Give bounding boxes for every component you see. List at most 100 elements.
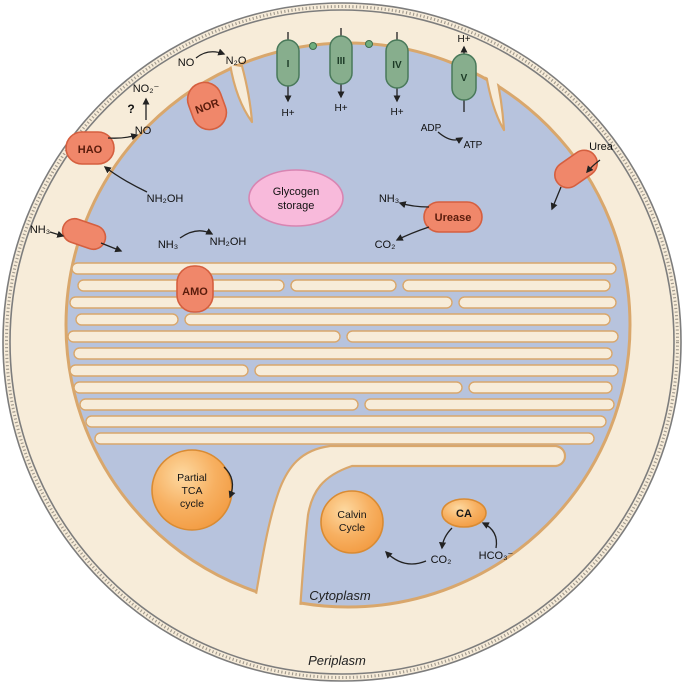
- label-urea: Urea: [589, 141, 614, 153]
- complex-iii-shape: [329, 35, 353, 85]
- label-co2-urease: CO₂: [375, 239, 396, 251]
- complex-v-label: V: [461, 73, 468, 84]
- complex-iv-label: IV: [392, 60, 402, 71]
- membrane-lamella: [458, 296, 617, 309]
- label-nh3-amo: NH₃: [158, 239, 178, 251]
- ca-ellipse: [441, 498, 487, 528]
- label-co2-fix: CO₂: [431, 554, 452, 566]
- arrow-nh2oh-to-hao: [103, 166, 148, 193]
- label-nh3-external: NH₃: [30, 224, 50, 236]
- label-question-mark: ?: [127, 102, 134, 116]
- cytoplasm-label: Cytoplasm: [309, 588, 371, 603]
- complex-iii-label: III: [337, 56, 346, 67]
- membrane-lamella: [67, 330, 341, 343]
- arrow-co2-to-calvin: [384, 550, 427, 565]
- membrane-lamella: [73, 381, 463, 394]
- label-atp: ATP: [464, 140, 483, 151]
- carbonic-anhydrase: CA: [441, 498, 487, 528]
- arrow-hco3-to-ca: [481, 522, 498, 549]
- membrane-lamella: [75, 313, 179, 326]
- molecule-labels: NO N₂O NO₂⁻ ? NO NH₂OH NH₃ NH₃ NH₂OH H+ …: [30, 34, 614, 668]
- arrow-adp-to-atp: [437, 131, 464, 145]
- partial-tca-cycle: Partial TCA cycle: [151, 449, 233, 531]
- ca-label: CA: [456, 508, 472, 520]
- amo-label: AMO: [182, 286, 208, 298]
- arrow-nh3-into-cytoplasm: [100, 242, 123, 253]
- label-hplus-v: H+: [457, 34, 470, 45]
- glycogen-label-line2: storage: [278, 200, 315, 212]
- urea-transporter-shape: [554, 149, 598, 189]
- nor-shape: [186, 81, 228, 131]
- calvin-cycle: Calvin Cycle: [320, 490, 384, 554]
- quinone-dot-icon: [309, 42, 317, 50]
- arrow-ca-to-co2: [438, 527, 453, 550]
- membrane-lamella: [402, 279, 611, 292]
- glycogen-storage: Glycogen storage: [248, 169, 344, 227]
- glycogen-ellipse: [248, 169, 344, 227]
- arrow-hao-to-no: [107, 133, 139, 141]
- label-nh2oh-amo: NH₂OH: [210, 236, 247, 248]
- membrane-lamella: [364, 398, 615, 411]
- tca-label-line1: Partial: [177, 472, 207, 484]
- urease-label: Urease: [435, 212, 472, 224]
- label-hplus-iii: H+: [334, 103, 347, 114]
- membrane-lamella: [94, 432, 595, 445]
- tca-label-line3: cycle: [180, 498, 204, 510]
- arrow-urea-into-cytoplasm: [550, 186, 562, 211]
- complex-v-shape: [451, 53, 477, 101]
- electron-transport-chain: I III IV V: [276, 35, 477, 101]
- membrane-stacks: [67, 262, 619, 445]
- hao-label: HAO: [78, 144, 103, 156]
- membrane-invaginations: [228, 62, 567, 609]
- label-nh2oh-hao: NH₂OH: [147, 193, 184, 205]
- label-no2: NO₂⁻: [133, 83, 160, 95]
- membrane-lamella: [85, 415, 607, 428]
- label-no-nor: NO: [178, 57, 195, 69]
- arrow-no-to-n2o: [195, 48, 226, 59]
- periplasm-label: Periplasm: [308, 653, 366, 668]
- complex-i-shape: [276, 39, 300, 87]
- ammonia-transporter-shape: [61, 217, 107, 251]
- bottom-invagination-channel: [253, 444, 567, 609]
- arrow-urea-into-transporter: [586, 159, 601, 174]
- arrow-urease-to-nh3: [398, 201, 430, 209]
- membrane-proteins: NOR HAO AMO Urease: [61, 81, 598, 313]
- membrane-lamella: [346, 330, 619, 343]
- label-nh3-urease: NH₃: [379, 193, 399, 205]
- membrane-texture-ring: [5, 5, 679, 679]
- top-left-membrane-notch: [228, 62, 254, 124]
- membrane-lamella: [79, 398, 359, 411]
- glycogen-label-line1: Glycogen: [273, 186, 319, 198]
- membrane-lamella: [69, 296, 453, 309]
- calvin-label-line1: Calvin: [337, 509, 366, 521]
- arrow-amo-nh3-to-nh2oh: [179, 228, 214, 239]
- label-no-intermediate: NO: [135, 125, 152, 137]
- amo-shape: [176, 265, 214, 313]
- membrane-lamella: [254, 364, 619, 377]
- quinone-dot-icon: [365, 40, 373, 48]
- tca-label-line2: TCA: [182, 485, 203, 497]
- label-n2o: N₂O: [226, 55, 247, 67]
- complex-iv-shape: [385, 39, 409, 89]
- label-hplus-i: H+: [281, 108, 294, 119]
- membrane-lamella: [71, 262, 617, 275]
- arrow-nh3-into-transporter: [49, 230, 65, 238]
- arrow-tca-cycle-direction: [223, 466, 236, 499]
- arrow-urease-to-co2: [395, 226, 430, 241]
- membrane-lamella: [69, 364, 249, 377]
- label-hplus-iv: H+: [390, 107, 403, 118]
- label-adp: ADP: [421, 123, 442, 134]
- membrane-lamella: [468, 381, 613, 394]
- complex-i-label: I: [287, 59, 290, 70]
- top-right-membrane-notch: [484, 72, 506, 132]
- membrane-lamella: [73, 347, 613, 360]
- membrane-lamella: [290, 279, 397, 292]
- urease-shape: [423, 201, 483, 233]
- hao-shape: [65, 131, 115, 165]
- reaction-arrows: [49, 48, 601, 565]
- membrane-lamella: [184, 313, 611, 326]
- calvin-circle: [320, 490, 384, 554]
- inner-envelope-circle: [9, 9, 675, 675]
